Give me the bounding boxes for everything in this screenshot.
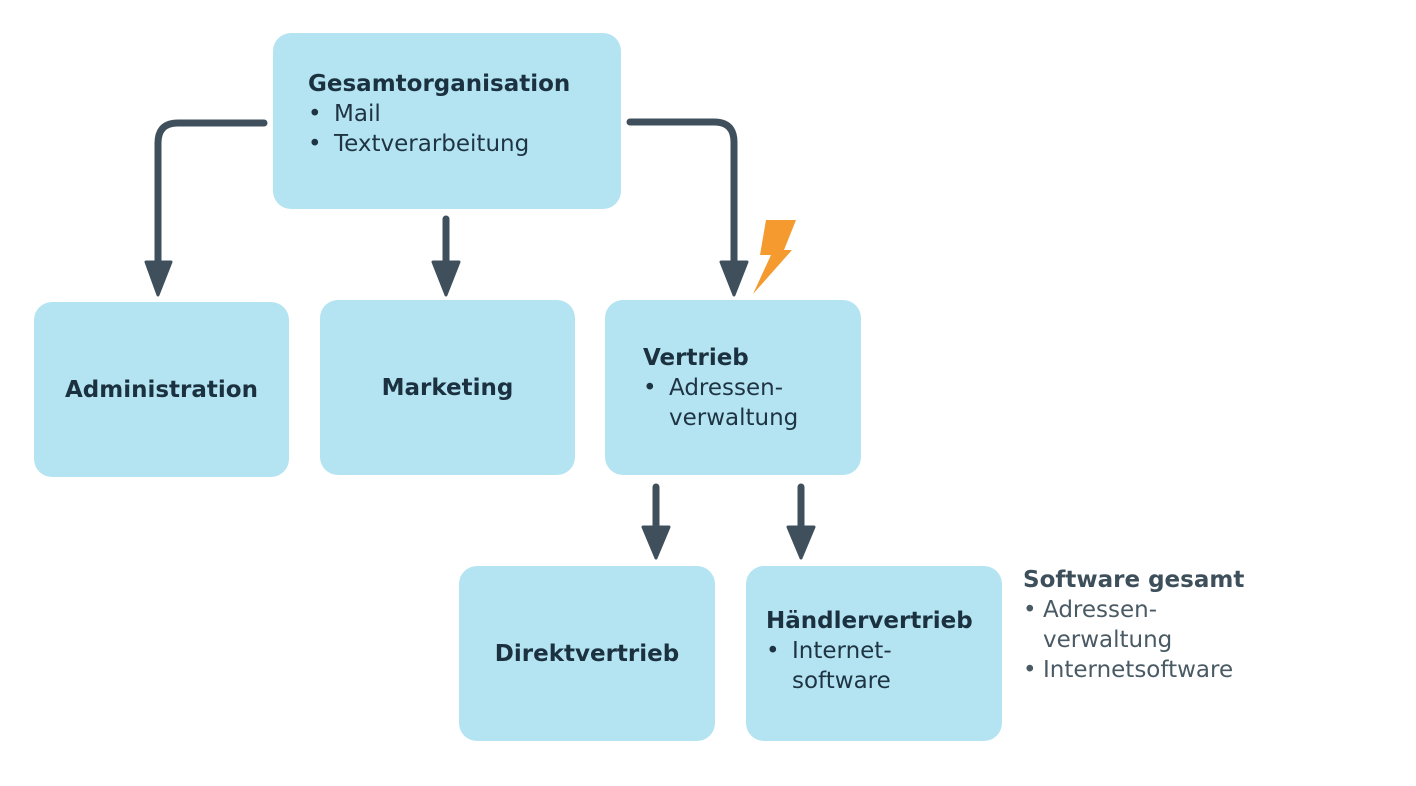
- node-direktvertrieb[interactable]: Direktvertrieb: [459, 566, 715, 741]
- bullet-icon: •: [766, 638, 780, 664]
- lightning-icon: [753, 220, 796, 294]
- list-item-continuation: verwaltung: [669, 405, 799, 431]
- node-marketing[interactable]: Marketing: [320, 300, 575, 475]
- node-title: Administration: [65, 376, 258, 403]
- arrowhead-vertrieb: [719, 260, 749, 297]
- node-haendlervertrieb[interactable]: Händlervertrieb •Internet- software: [746, 566, 1002, 741]
- list-item: •Internet-: [766, 638, 892, 664]
- legend-item: •Internetsoftware: [1023, 657, 1234, 683]
- arrowhead-administration: [144, 260, 173, 297]
- edge-gesamtorganisation-administration: [154, 119, 268, 266]
- legend-software-gesamt: Software gesamt •Adressen- verwaltung •I…: [1023, 565, 1244, 685]
- edge-gesamtorganisation-vertrieb: [626, 118, 738, 266]
- list-item: •Textverarbeitung: [308, 131, 530, 157]
- bullet-icon: •: [643, 375, 657, 401]
- node-title: Gesamtorganisation: [308, 71, 571, 97]
- legend-item-continuation: verwaltung: [1043, 627, 1173, 653]
- node-administration[interactable]: Administration: [34, 302, 289, 477]
- node-title: Marketing: [381, 374, 514, 401]
- node-title: Vertrieb: [643, 345, 749, 371]
- node-gesamtorganisation[interactable]: Gesamtorganisation •Mail •Textverarbeitu…: [273, 33, 621, 209]
- arrowhead-direktvertrieb: [641, 525, 671, 560]
- list-item-continuation: software: [792, 668, 891, 694]
- bullet-icon: •: [308, 101, 322, 127]
- legend-title: Software gesamt: [1023, 567, 1245, 593]
- node-title: Direktvertrieb: [494, 640, 680, 667]
- legend-item: •Adressen-: [1023, 597, 1158, 623]
- arrowhead-marketing: [431, 260, 461, 297]
- bullet-icon: •: [1023, 597, 1037, 623]
- node-title: Händlervertrieb: [766, 608, 973, 634]
- list-item: •Mail: [308, 101, 381, 127]
- bullet-icon: •: [1023, 657, 1037, 683]
- node-vertrieb[interactable]: Vertrieb •Adressen- verwaltung: [605, 300, 861, 475]
- arrowhead-haendlervertrieb: [786, 525, 816, 560]
- bullet-icon: •: [308, 131, 322, 157]
- list-item: •Adressen-: [643, 375, 784, 401]
